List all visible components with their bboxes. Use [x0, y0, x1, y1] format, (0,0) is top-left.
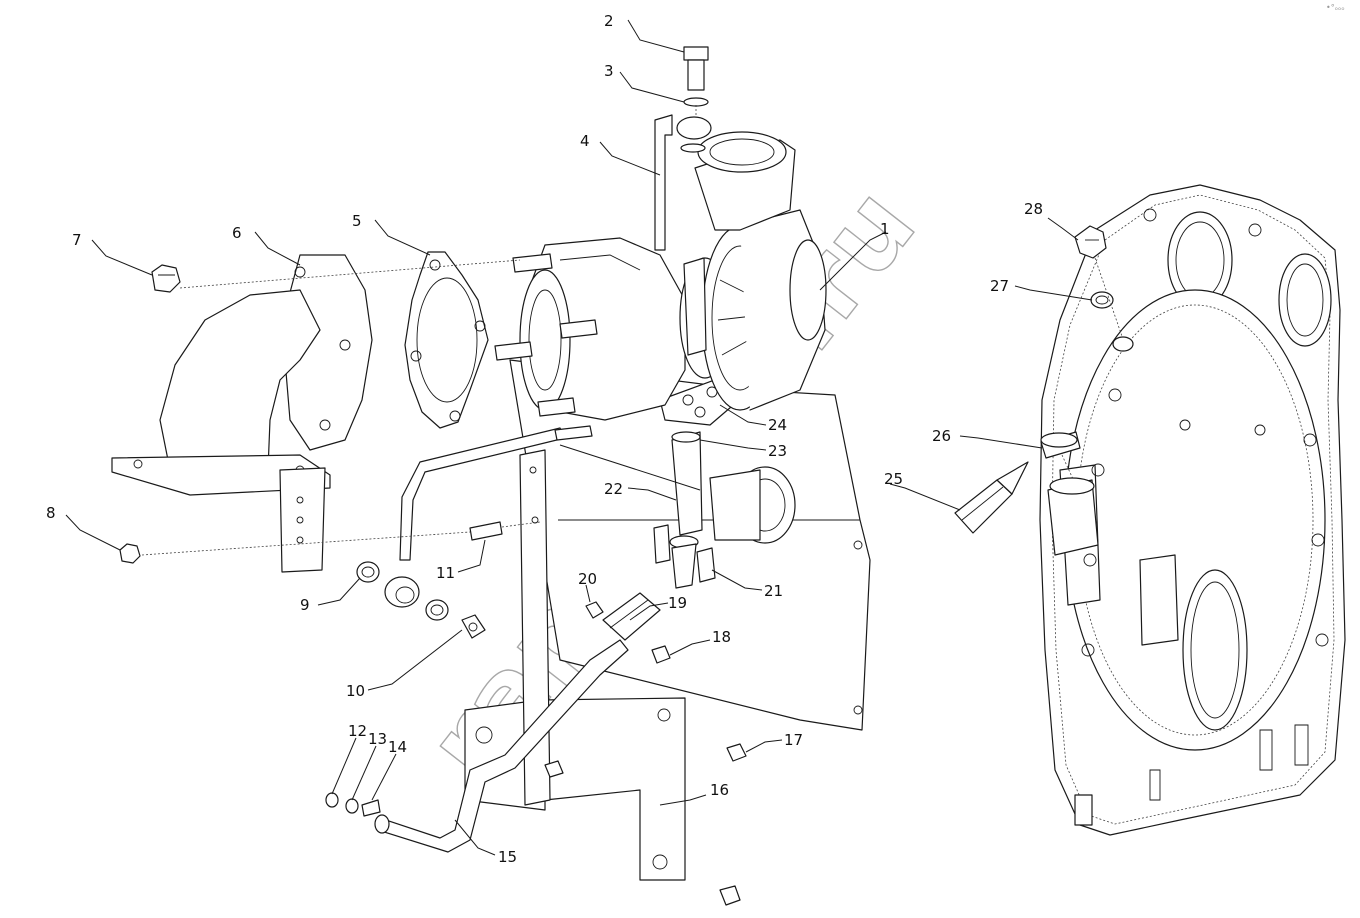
seal-ring-lower: [425, 599, 449, 621]
callout-22[interactable]: 22: [604, 480, 623, 498]
tube-line: [559, 444, 701, 491]
part-9-seal-ring[interactable]: [356, 561, 380, 583]
part-13-seal-ring[interactable]: [345, 798, 359, 814]
callout-5[interactable]: 5: [352, 212, 362, 230]
callout-16[interactable]: 16: [710, 781, 729, 799]
part-10-banjo-bolt[interactable]: [461, 614, 486, 639]
callout-4[interactable]: 4: [580, 132, 590, 150]
callout-12[interactable]: 12: [348, 722, 367, 740]
part-14-fitting[interactable]: [361, 799, 381, 817]
lower-washer: [680, 143, 706, 153]
banjo-fitting: [676, 116, 712, 140]
part-2-bolt[interactable]: [683, 46, 709, 91]
bracket-bolt: [544, 760, 564, 778]
part-6-exhaust-elbow[interactable]: [111, 254, 373, 573]
part-1-turbocharger[interactable]: [494, 131, 827, 421]
callout-8[interactable]: 8: [46, 504, 56, 522]
callout-10[interactable]: 10: [346, 682, 365, 700]
callout-23[interactable]: 23: [768, 442, 787, 460]
corner-mark: •°ₒₒₒ: [1326, 3, 1345, 12]
part-18-bolt[interactable]: [651, 645, 671, 664]
callout-27[interactable]: 27: [990, 277, 1009, 295]
callout-labels: 2 3 4 5 6 7 8 9 10 11 12 13 14 15 16 17: [46, 12, 1093, 866]
callout-11[interactable]: 11: [436, 564, 455, 582]
part-3-washer[interactable]: [683, 97, 709, 107]
part-19-clamp[interactable]: [602, 592, 661, 641]
callout-17[interactable]: 17: [784, 731, 803, 749]
callout-13[interactable]: 13: [368, 730, 387, 748]
callout-24[interactable]: 24: [768, 416, 787, 434]
callout-1[interactable]: 1: [880, 220, 890, 238]
part-8-nut[interactable]: [119, 543, 141, 564]
part-25-sealant-tube[interactable]: [954, 461, 1029, 534]
part-22-hose[interactable]: [669, 431, 703, 589]
callout-20[interactable]: 20: [578, 570, 597, 588]
callout-3[interactable]: 3: [604, 62, 614, 80]
callout-21[interactable]: 21: [764, 582, 783, 600]
callout-25[interactable]: 25: [884, 470, 903, 488]
boss-insert: [1047, 477, 1099, 556]
part-17-bolt[interactable]: [726, 743, 747, 762]
callout-15[interactable]: 15: [498, 848, 517, 866]
wastegate-actuator: [709, 466, 796, 544]
callout-7[interactable]: 7: [72, 231, 82, 249]
callout-19[interactable]: 19: [668, 594, 687, 612]
part-7-nut[interactable]: [151, 264, 181, 293]
part-15-oil-return-tube[interactable]: [374, 639, 629, 853]
callout-14[interactable]: 14: [388, 738, 407, 756]
tube-clip: [554, 425, 593, 441]
callout-6[interactable]: 6: [232, 224, 242, 242]
callout-2[interactable]: 2: [604, 12, 614, 30]
callout-28[interactable]: 28: [1024, 200, 1043, 218]
part-17-bolt-lower[interactable]: [719, 885, 741, 906]
callout-18[interactable]: 18: [712, 628, 731, 646]
banjo-eye: [384, 576, 420, 608]
part-5-gasket[interactable]: [404, 251, 489, 429]
part-12-seal-ring[interactable]: [325, 792, 339, 808]
callout-26[interactable]: 26: [932, 427, 951, 445]
part-28-plug[interactable]: [1074, 225, 1107, 259]
callout-9[interactable]: 9: [300, 596, 310, 614]
part-11-stud[interactable]: [469, 521, 503, 541]
part-20-nut[interactable]: [585, 601, 604, 619]
part-26-plug[interactable]: [1040, 431, 1081, 459]
part-21-bolt[interactable]: [653, 524, 716, 583]
